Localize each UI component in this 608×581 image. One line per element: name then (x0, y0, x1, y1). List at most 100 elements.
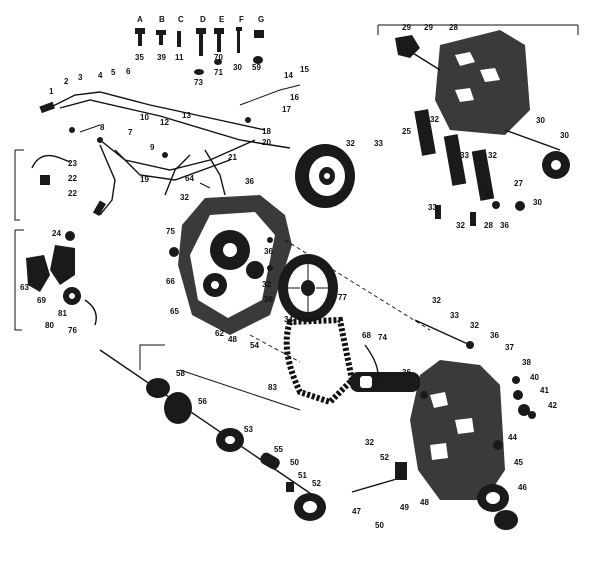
nut-icon (513, 390, 523, 400)
washer-icon (65, 231, 75, 241)
part-callout: 1 (49, 87, 54, 96)
part-callout: 71 (214, 68, 223, 77)
main-gear-case: 32 33 32 36 37 38 40 41 42 44 45 46 36 7… (350, 296, 557, 530)
hardware-letter: F (239, 15, 244, 24)
part-callout: 58 (176, 369, 185, 378)
spring-plate-icon (471, 149, 495, 201)
part-callout: 47 (352, 507, 361, 516)
part-callout: 39 (157, 53, 166, 62)
part-callout: 30 (233, 63, 242, 72)
part-callout: 48 (420, 498, 429, 507)
part-callout: 7 (128, 128, 133, 137)
part-callout: 50 (375, 521, 384, 530)
sprocket: 77 34 (278, 254, 347, 324)
part-callout: 37 (484, 189, 493, 198)
part-callout: 2 (64, 77, 69, 86)
hardware-row: A B C D E F G 35 39 11 73 70 (135, 15, 264, 87)
part-callout: 32 (470, 321, 479, 330)
part-callout: 23 (68, 159, 77, 168)
washer-icon (492, 201, 500, 209)
part-callout: 32 (365, 438, 374, 447)
part-callout: 25 (402, 127, 411, 136)
part-callout: 13 (182, 111, 191, 120)
part-callout: 32 (262, 280, 271, 289)
part-callout: 36 (264, 247, 273, 256)
part-callout: 27 (514, 179, 523, 188)
lever-icon (40, 175, 50, 185)
assembly-guide-line (284, 239, 431, 331)
part-callout: 69 (37, 296, 46, 305)
part-callout: 48 (228, 335, 237, 344)
bolt-icon (135, 28, 145, 46)
bracket-icon (26, 255, 50, 292)
pin-icon (435, 205, 441, 219)
bolt-icon (156, 30, 166, 45)
shift-arm-icon (395, 462, 407, 480)
hardware-letter: C (178, 15, 184, 24)
part-callout: 11 (175, 53, 184, 62)
transmission-cover: 64 32 36 75 66 65 62 36 32 36 (166, 174, 292, 338)
bracket-icon (395, 35, 420, 58)
part-callout: 36 (245, 177, 254, 186)
part-callout: 33 (450, 311, 459, 320)
grip-icon (92, 200, 106, 217)
part-callout: 46 (518, 483, 527, 492)
bolt-icon (267, 237, 273, 243)
hardware-letter: D (200, 15, 206, 24)
part-callout: 66 (166, 277, 175, 286)
assembly-guide-line (249, 334, 301, 363)
part-callout: 16 (290, 93, 299, 102)
gearbox-housing (435, 30, 530, 135)
part-callout: 30 (533, 198, 542, 207)
bolt-icon (267, 265, 273, 271)
part-callout: 62 (215, 329, 224, 338)
part-callout: 76 (68, 326, 77, 335)
bolt-icon (162, 152, 168, 158)
part-callout: 52 (380, 453, 389, 462)
drive-pulley: 32 (295, 139, 355, 208)
part-callout: 33 (460, 151, 469, 160)
part-callout: 14 (284, 71, 293, 80)
part-callout: 51 (298, 471, 307, 480)
part-callout: 32 (456, 221, 465, 230)
part-callout: 24 (52, 229, 61, 238)
pin-icon (177, 31, 181, 47)
bolt-icon (196, 28, 206, 56)
part-callout: 32 (432, 296, 441, 305)
part-callout: 53 (244, 425, 253, 434)
part-callout: 32 (488, 151, 497, 160)
part-callout: 54 (250, 341, 259, 350)
axle-shaft-assembly: 58 56 53 55 50 51 52 (99, 344, 326, 521)
washer-icon (420, 391, 428, 399)
part-callout: 41 (540, 386, 549, 395)
part-callout: 30 (536, 116, 545, 125)
part-callout: 70 (214, 53, 223, 62)
nut-icon (169, 247, 179, 257)
part-callout: 56 (198, 397, 207, 406)
part-callout: 22 (68, 174, 77, 183)
part-callout: 83 (268, 383, 277, 392)
part-callout: 36 (500, 221, 509, 230)
part-callout: 4 (98, 71, 103, 80)
part-callout: 32 (430, 115, 439, 124)
bolt-icon (69, 127, 75, 133)
part-callout: 19 (140, 175, 149, 184)
part-callout: 33 (374, 139, 383, 148)
upper-transmission: 29 29 28 30 30 33 25 32 33 32 33 32 28 3… (374, 23, 579, 230)
part-callout: 73 (194, 78, 203, 87)
part-callout: 37 (505, 343, 514, 352)
part-callout: 45 (514, 458, 523, 467)
part-callout: 29 (402, 23, 411, 32)
hardware-letter: B (159, 15, 165, 24)
part-callout: 55 (274, 445, 283, 454)
part-callout: 63 (20, 283, 29, 292)
grip-icon (39, 101, 55, 114)
bolt-icon (214, 28, 224, 52)
part-callout: 28 (449, 23, 458, 32)
part-callout: 68 (362, 331, 371, 340)
bracket-icon (50, 245, 75, 285)
hardware-letter: G (258, 15, 264, 24)
part-callout: 59 (252, 63, 261, 72)
pin-icon (470, 212, 476, 226)
